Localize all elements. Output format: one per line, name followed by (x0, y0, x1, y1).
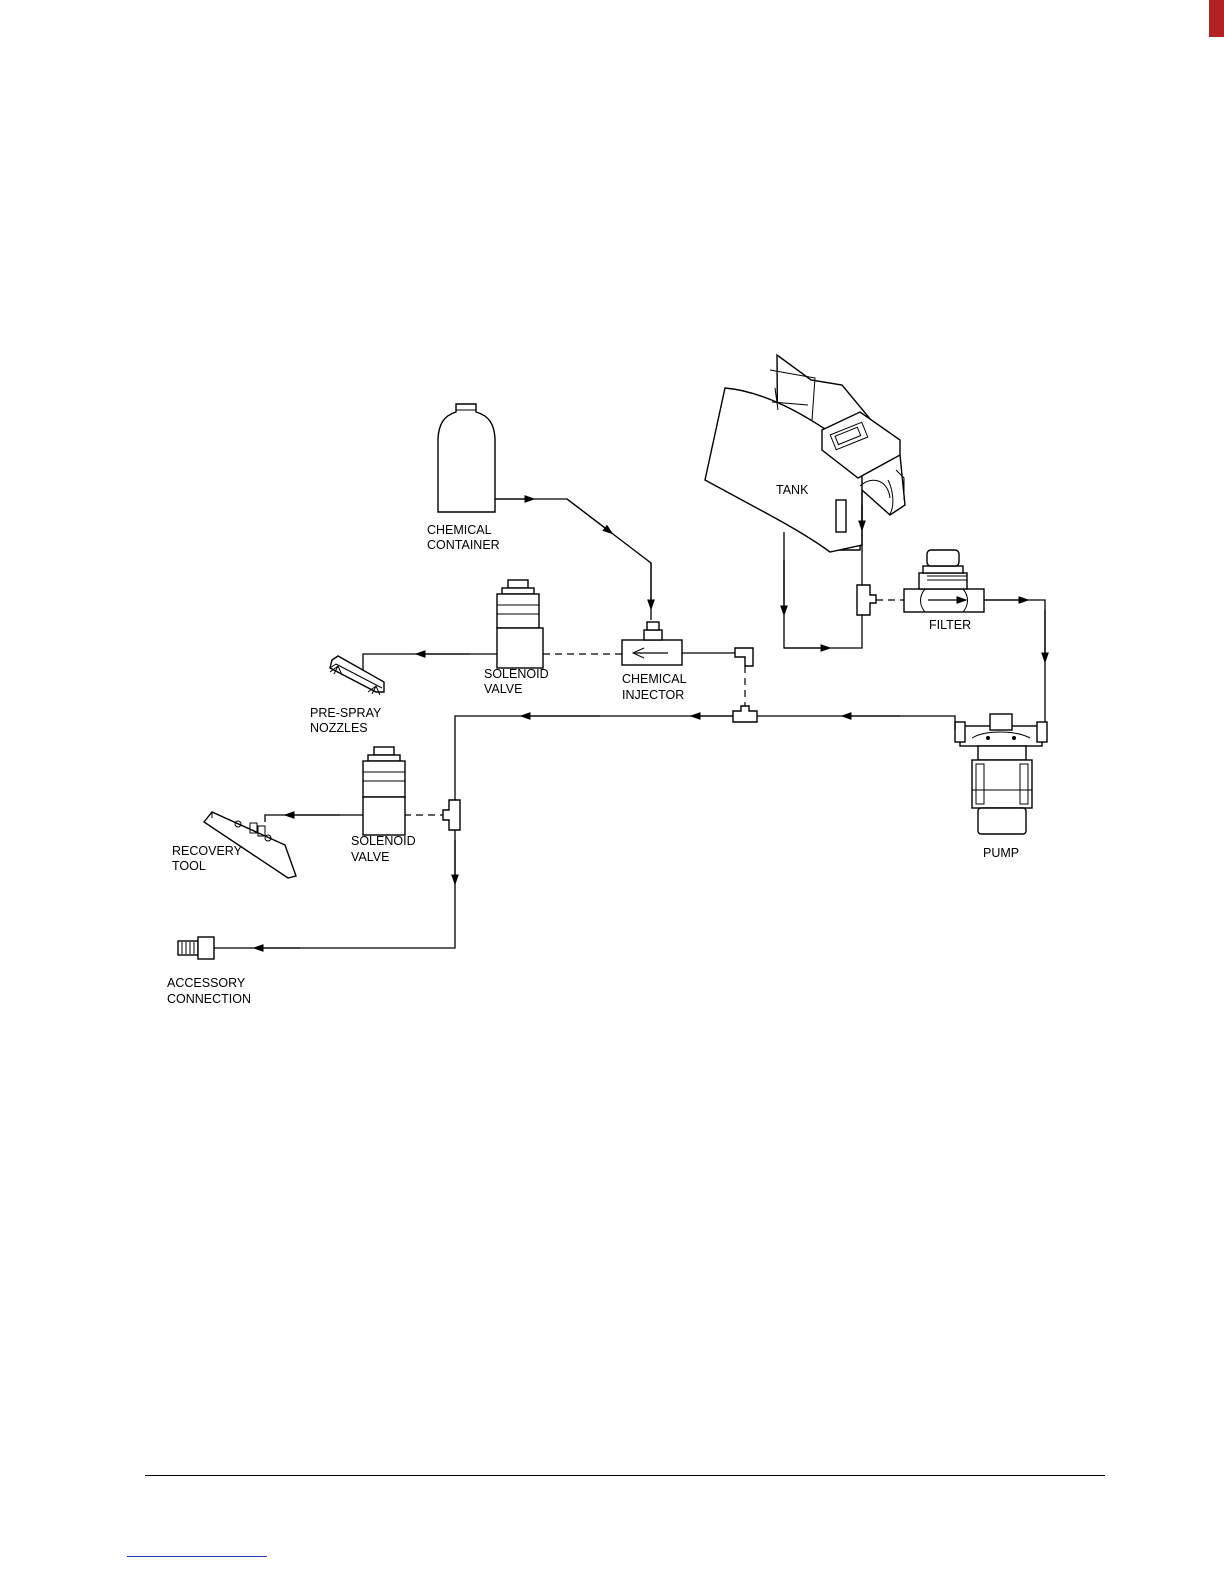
chemical-injector-label-1: CHEMICAL (622, 672, 687, 686)
recovery-tool-label-2: TOOL (172, 859, 206, 873)
chemical-container-label-2: CONTAINER (427, 538, 500, 552)
corner-mark (1209, 0, 1224, 37)
pre-spray-nozzles-label-2: NOZZLES (310, 721, 368, 735)
chemical-container-label-1: CHEMICAL (427, 523, 492, 537)
footer-link-underline[interactable] (127, 1556, 267, 1557)
solenoid-valve-upper (497, 580, 543, 668)
footer-rule (145, 1475, 1105, 1476)
accessory-connection-label-2: CONNECTION (167, 992, 251, 1006)
filter (904, 550, 984, 612)
solenoid-valve-lower-label-1: SOLENOID (351, 834, 416, 848)
accessory-connection (178, 937, 214, 959)
pre-spray-nozzles (330, 656, 384, 695)
solenoid-valve-lower-label-2: VALVE (351, 850, 389, 864)
tank (705, 355, 905, 552)
solenoid-valve-lower (363, 747, 405, 835)
chemical-container (438, 404, 495, 512)
tank-label: TANK (776, 483, 809, 497)
pump-label: PUMP (983, 846, 1019, 860)
chemical-injector-label-2: INJECTOR (622, 688, 684, 702)
filter-label: FILTER (929, 618, 971, 632)
pre-spray-nozzles-label-1: PRE-SPRAY (310, 706, 382, 720)
pump (955, 714, 1047, 834)
solenoid-valve-upper-label-1: SOLENOID (484, 667, 549, 681)
accessory-connection-label-1: ACCESSORY (167, 976, 246, 990)
recovery-tool-label-1: RECOVERY (172, 844, 243, 858)
chemical-injector (622, 622, 682, 665)
solenoid-valve-upper-label-2: VALVE (484, 682, 522, 696)
